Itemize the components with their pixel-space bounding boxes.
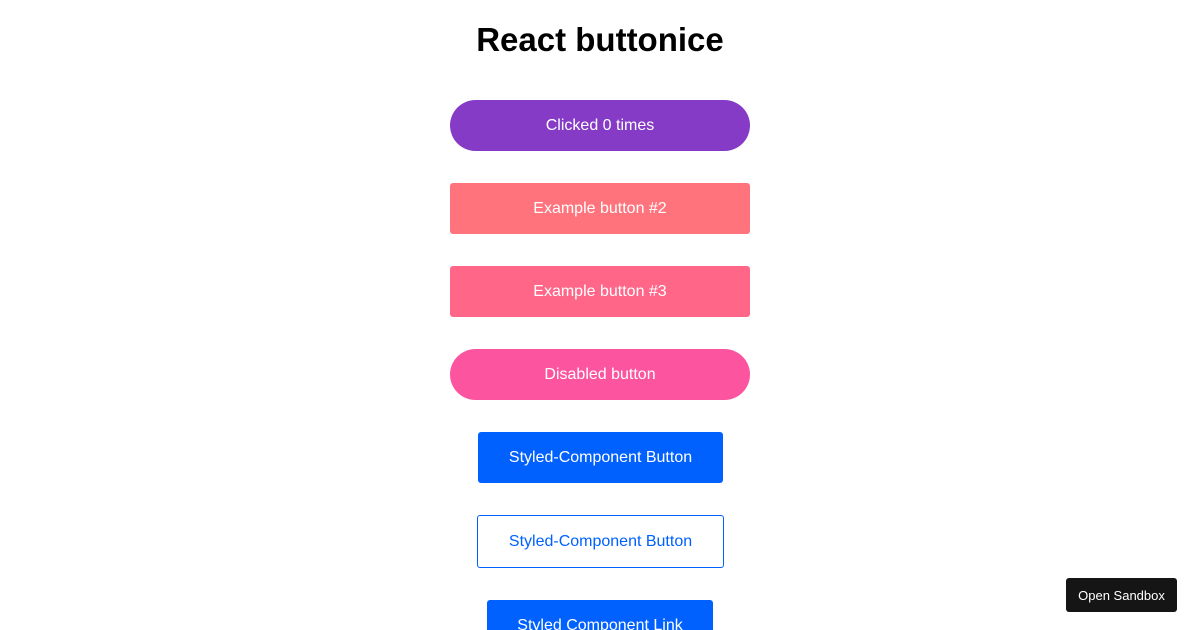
- disabled-button: Disabled button: [450, 349, 750, 400]
- styled-component-outline-button[interactable]: Styled-Component Button: [477, 515, 724, 568]
- page-title: React buttonice: [476, 21, 724, 58]
- clicked-counter-button[interactable]: Clicked 0 times: [450, 100, 750, 151]
- example-button-2[interactable]: Example button #2: [450, 183, 750, 234]
- example-button-3[interactable]: Example button #3: [450, 266, 750, 317]
- open-sandbox-button[interactable]: Open Sandbox: [1066, 578, 1177, 612]
- styled-component-link[interactable]: Styled Component Link: [487, 600, 713, 630]
- styled-component-button[interactable]: Styled-Component Button: [478, 432, 723, 483]
